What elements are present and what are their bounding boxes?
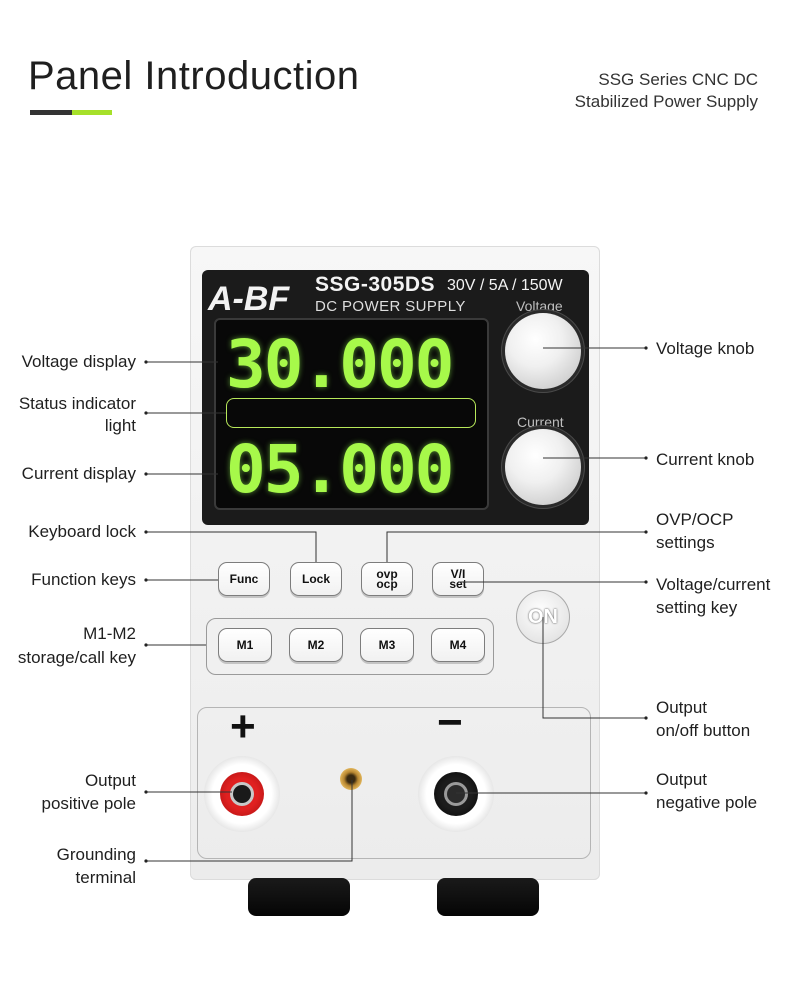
label-voltage-display: Voltage display: [22, 350, 136, 373]
label-status-indicator-line1: Status indicator: [19, 392, 136, 415]
label-voltage-knob: Voltage knob: [656, 337, 754, 360]
label-m-storage-line2: storage/call key: [18, 646, 136, 669]
label-current-knob: Current knob: [656, 448, 754, 471]
label-output-negative-line1: Output: [656, 768, 707, 791]
label-output-positive-line2: positive pole: [41, 792, 136, 815]
label-ovp-ocp-line1: OVP/OCP: [656, 508, 733, 531]
label-current-display: Current display: [22, 462, 136, 485]
label-keyboard-lock: Keyboard lock: [28, 520, 136, 543]
label-output-positive-line1: Output: [85, 769, 136, 792]
label-output-negative-line2: negative pole: [656, 791, 757, 814]
label-output-onoff-line1: Output: [656, 696, 707, 719]
label-status-indicator-line2: light: [105, 414, 136, 437]
label-grounding-line1: Grounding: [57, 843, 136, 866]
label-ovp-ocp-line2: settings: [656, 531, 715, 554]
label-m-storage-line1: M1-M2: [83, 622, 136, 645]
label-vi-setting-line2: setting key: [656, 596, 737, 619]
label-output-onoff-line2: on/off button: [656, 719, 750, 742]
label-grounding-line2: terminal: [76, 866, 136, 889]
label-vi-setting-line1: Voltage/current: [656, 573, 770, 596]
label-function-keys: Function keys: [31, 568, 136, 591]
